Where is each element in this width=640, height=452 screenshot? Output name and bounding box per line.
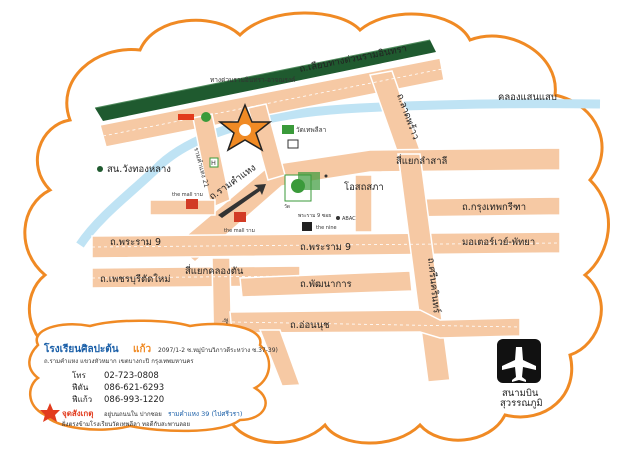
svg-text:สุวรรณภูมิ: สุวรรณภูมิ — [500, 398, 543, 409]
svg-text:วัด: วัด — [284, 204, 290, 210]
phone-label-1: โทร — [72, 370, 87, 380]
direction-arrow — [218, 184, 266, 218]
phone-label-3: ฟีแก้ว — [72, 395, 92, 404]
phone-3: 086-993-1220 — [104, 395, 164, 405]
label-krungthep-kreetha: ถ.กรุงเทพกรีฑา — [462, 201, 526, 213]
label-rama9-left: ถ.พระราม 9 — [110, 237, 161, 248]
place-the-mall-1: the mall ราม — [172, 192, 203, 209]
info-address-1: 2097/1-2 ซ.หมู่บ้านวิภาวดีระหว่าง ซ.37-3… — [158, 346, 278, 354]
place-osotspa: โอสถสภา — [324, 174, 384, 193]
svg-text:ABAC: ABAC — [342, 216, 356, 222]
place-wang-thonglang: สน.วังทองหลาง — [97, 164, 171, 175]
phone-1: 02-723-0808 — [104, 371, 159, 381]
info-address-2: ถ.รามคำแหง แขวงหัวหมาก เขตบางกะปิ กรุงเท… — [44, 358, 194, 365]
label-phetchaburi: ถ.เพชรบุรีตัดใหม่ — [100, 273, 170, 285]
landmark-label: จุดสังเกตุ — [62, 409, 93, 419]
landmark-note: ฝั่งตรงข้ามโรงเรียนวัดเทพลีลา ทอดีกับสะพ… — [62, 420, 190, 428]
landmark-road: รามคำแหง 39 (ไปศรีวรา) — [168, 410, 242, 418]
place-house-icon — [287, 139, 299, 149]
airport-marker: สนามบิน สุวรรณภูมิ — [497, 339, 543, 409]
label-rama9-mid: ถ.พระราม 9 — [300, 242, 351, 253]
place-temple: วัด — [284, 172, 320, 210]
info-box: โรงเรียนศิลปะต้น แก้ว 2097/1-2 ซ.หมู่บ้า… — [28, 319, 278, 433]
svg-text:สนามบิน: สนามบิน — [502, 388, 539, 399]
label-rama9-soi: พระราม 9 ซอย — [298, 213, 331, 219]
svg-text:H: H — [211, 159, 216, 167]
label-khlong-ton: สี่แยกคลองตัน — [185, 264, 244, 277]
phone-label-2: ฟีดัน — [72, 383, 89, 392]
label-srinakarin: ถ.ศรีนครินทร์ — [425, 257, 443, 314]
place-the-nine: the nine — [302, 222, 337, 231]
place-abac: ABAC — [336, 216, 356, 222]
place-wat-thep: วัดเทพลีลา — [282, 125, 327, 134]
place-the-mall-2: the mall ราม — [224, 212, 255, 234]
road-centerlines — [91, 68, 561, 328]
svg-text:the mall ราม: the mall ราม — [172, 192, 203, 198]
label-khlong-saen-saep: คลองแสนแสบ — [498, 92, 557, 103]
landmark-text: อยู่บนถนนใน ปากซอย — [104, 410, 162, 418]
svg-text:the mall ราม: the mall ราม — [224, 228, 255, 234]
info-title-blue: โรงเรียนศิลปะต้น — [43, 342, 119, 355]
place-hospital: H — [209, 157, 219, 168]
label-on-nut: ถ.อ่อนนุช — [290, 320, 330, 331]
label-expressway: ทางด่วนรามอินทรา-อาจณรงค์ — [210, 76, 295, 84]
svg-text:โอสถสภา: โอสถสภา — [344, 181, 384, 193]
svg-text:วัดเทพลีลา: วัดเทพลีลา — [296, 126, 327, 134]
school-star-marker — [217, 103, 273, 152]
info-title-orange: แก้ว — [133, 343, 152, 355]
canal-saen-saep — [76, 99, 601, 248]
label-lam-sali: สี่แยกลำสาลี — [396, 154, 448, 167]
place-green-icon — [178, 112, 211, 122]
landmark-star-icon — [40, 403, 60, 422]
airplane-icon — [502, 347, 536, 382]
svg-text:สน.วังทองหลาง: สน.วังทองหลาง — [107, 164, 171, 175]
label-motorway: มอเตอร์เวย์-พัทยา — [462, 236, 535, 248]
label-phatthanakan: ถ.พัฒนาการ — [300, 279, 352, 290]
svg-text:the nine: the nine — [316, 225, 337, 231]
expressway — [94, 39, 436, 121]
phone-2: 086-621-6293 — [104, 383, 164, 393]
